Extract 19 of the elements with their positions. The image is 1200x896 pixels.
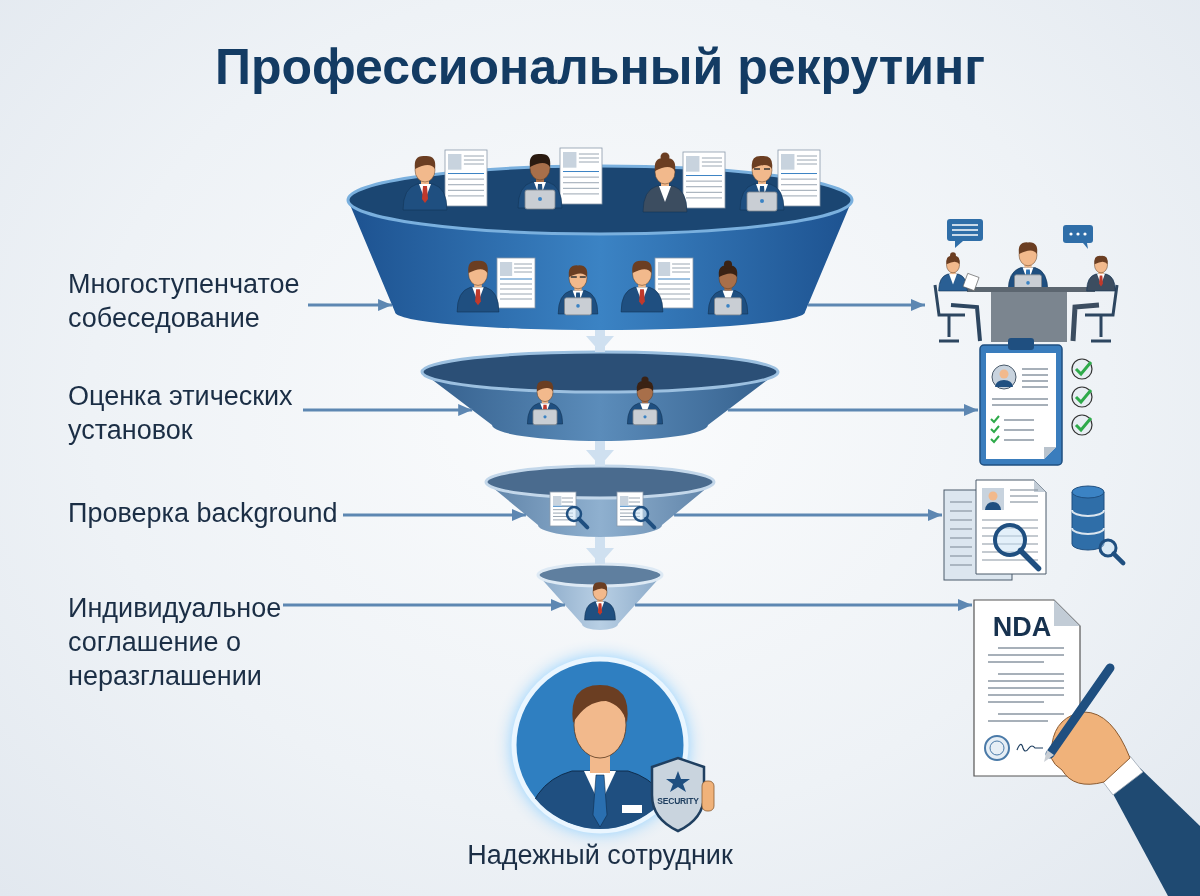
- stage-label: Индивидуальное соглашение о неразглашении: [68, 592, 283, 693]
- title: Профессиональный рекрутинг: [213, 38, 987, 96]
- arrow: [308, 299, 393, 311]
- arrow: [283, 599, 565, 611]
- node-caption: Надежный сотрудник: [466, 840, 734, 871]
- stage-label: Многоступенчатое собеседование: [68, 268, 301, 335]
- arrow: [635, 599, 972, 611]
- arrow: [586, 537, 614, 564]
- arrow: [727, 404, 978, 416]
- document-title: NDA: [991, 612, 1053, 643]
- arrow: [586, 441, 614, 466]
- arrow: [343, 509, 526, 521]
- arrow: [674, 509, 942, 521]
- arrow: [807, 299, 925, 311]
- badge-text: SECURITY: [656, 796, 700, 806]
- stage-label: Проверка background: [68, 497, 339, 530]
- arrow: [586, 330, 614, 352]
- arrow: [303, 404, 473, 416]
- stage-label: Оценка этических установок: [68, 380, 294, 447]
